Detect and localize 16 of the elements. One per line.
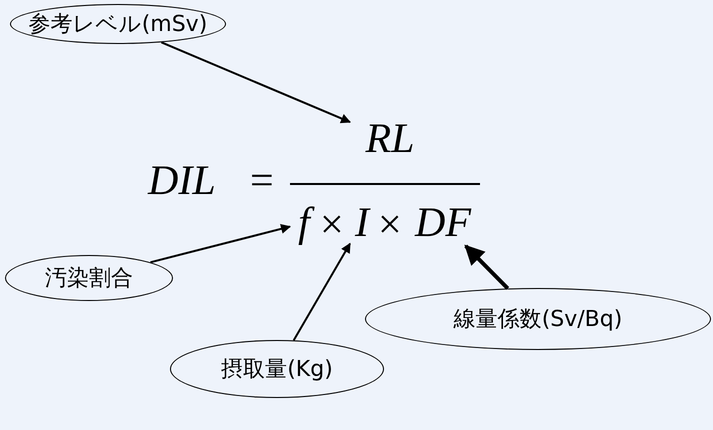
callout-ellipse: 摂取量(Kg) [170,340,384,398]
equals-sign: = [250,160,274,202]
arrow [150,224,291,264]
times-sign: × [320,204,344,246]
arrow [160,41,351,124]
formula-term: f [290,200,318,246]
arrow [464,244,510,290]
formula-term: DF [408,200,478,246]
formula-term: I [350,200,374,246]
formula-term: RL [350,116,430,162]
callout-ellipse: 参考レベル(mSv) [10,4,226,44]
callout-ellipse: 汚染割合 [5,255,173,301]
arrow [292,242,351,341]
formula-symbol: DIL [148,160,216,202]
callout-ellipse: 線量係数(Sv/Bq) [365,288,711,350]
times-sign: × [378,204,402,246]
